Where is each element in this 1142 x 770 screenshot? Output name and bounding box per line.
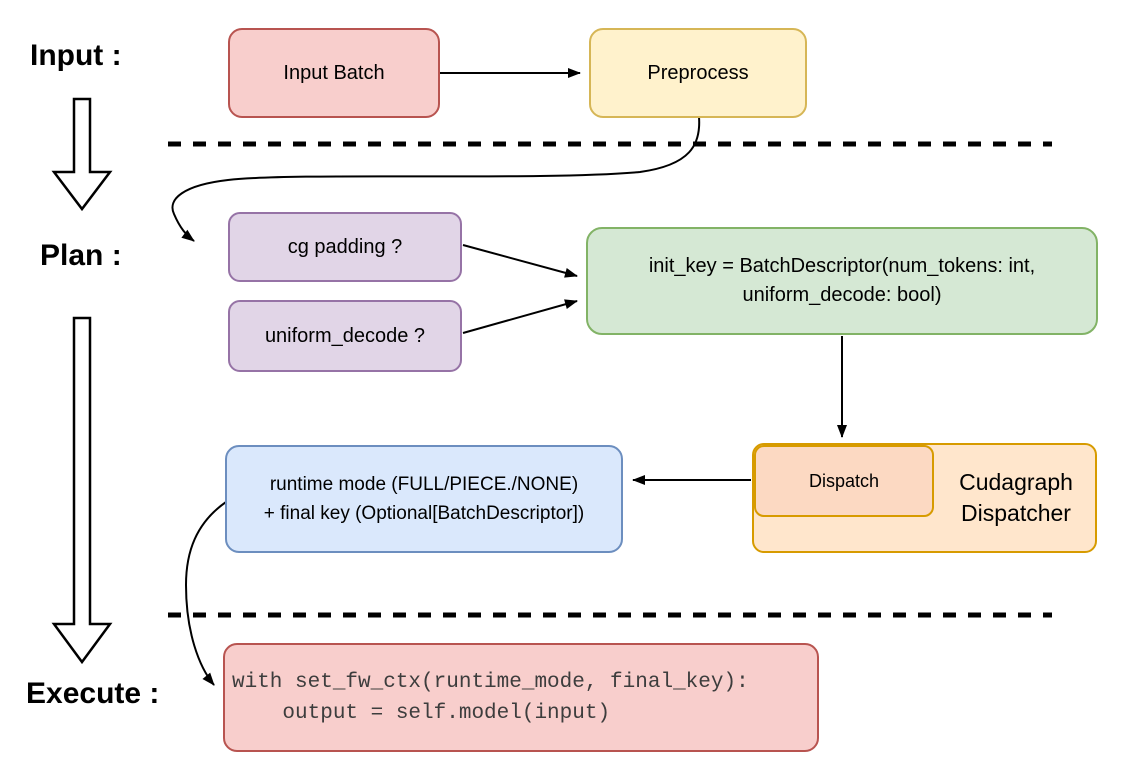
dispatch-label: Dispatch xyxy=(808,470,880,491)
preprocess-node: Preprocess xyxy=(589,28,807,118)
init-key-node: init_key = BatchDescriptor(num_tokens: i… xyxy=(586,227,1098,335)
stage-label-execute: Execute : xyxy=(26,677,160,710)
runtime-mode-line1: runtime mode (FULL/PIECE./NONE) xyxy=(269,474,579,495)
cudagraph-dispatcher-line1: Cudagraph xyxy=(959,469,1073,495)
dispatch-node: Dispatch xyxy=(754,445,934,517)
runtime-mode-node: runtime mode (FULL/PIECE./NONE) + final … xyxy=(225,445,623,553)
cg-padding-label: cg padding ? xyxy=(287,235,403,258)
input-batch-node: Input Batch xyxy=(228,28,440,118)
arrow-preprocess-to-cgpadding xyxy=(171,116,701,242)
cg-padding-node: cg padding ? xyxy=(228,212,462,282)
init-key-line2: uniform_decode: bool) xyxy=(742,284,942,306)
cudagraph-dispatcher-label: Cudagraph Dispatcher xyxy=(934,443,1098,553)
arrow-uniformdecode-to-initkey xyxy=(462,299,578,334)
execute-code-line1: with set_fw_ctx(runtime_mode, final_key)… xyxy=(232,670,749,694)
arrow-cgpadding-to-initkey xyxy=(462,244,578,278)
execute-code-node: with set_fw_ctx(runtime_mode, final_key)… xyxy=(223,643,819,752)
stage-label-input: Input : xyxy=(30,39,122,72)
cudagraph-dispatcher-line2: Dispatcher xyxy=(961,500,1071,526)
arrow-runtimemode-to-execute xyxy=(184,501,227,686)
init-key-line1: init_key = BatchDescriptor(num_tokens: i… xyxy=(648,255,1036,277)
runtime-mode-line2: + final key (Optional[BatchDescriptor]) xyxy=(263,503,585,524)
input-batch-label: Input Batch xyxy=(283,61,385,84)
execute-code-line2: output = self.model(input) xyxy=(232,701,611,725)
plan-to-execute-arrow xyxy=(51,316,113,665)
stage-label-plan: Plan : xyxy=(40,239,122,272)
uniform-decode-label: uniform_decode ? xyxy=(264,324,426,347)
input-to-plan-arrow xyxy=(51,97,113,212)
preprocess-label: Preprocess xyxy=(647,61,749,84)
uniform-decode-node: uniform_decode ? xyxy=(228,300,462,372)
